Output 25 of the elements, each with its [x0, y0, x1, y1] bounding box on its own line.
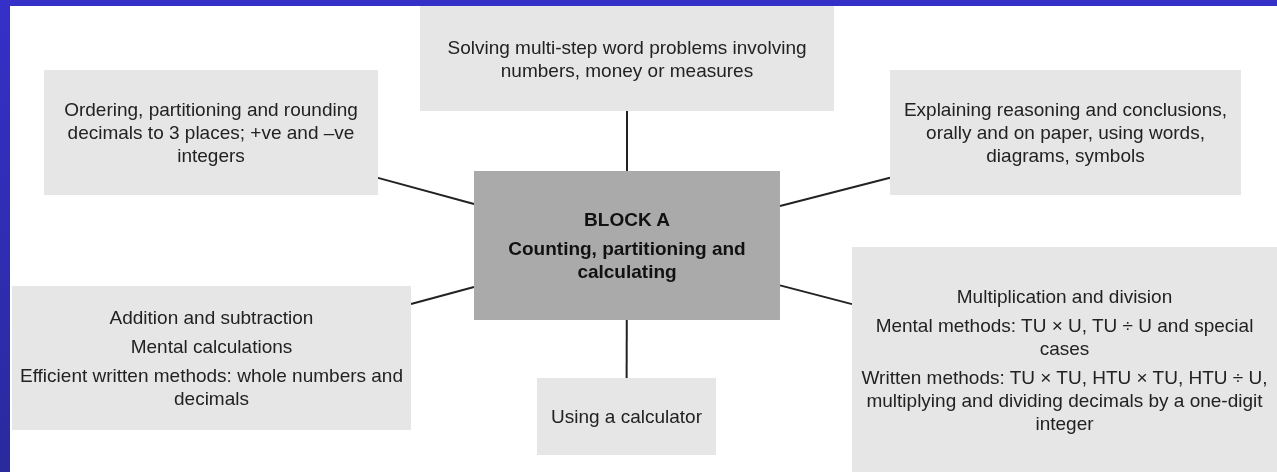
- box-text: Counting, partitioning and calculating: [507, 237, 747, 283]
- box-heading: Multiplication and division: [956, 284, 1173, 308]
- topic-box: [420, 6, 834, 111]
- connector-line: [626, 110, 628, 172]
- box-text: Written methods: TU × TU, HTU × TU, HTU ÷ U, multiplying and dividing decimals by a one-digit integer: [860, 365, 1269, 435]
- box-text: Explaining reasoning and conclusions, orally and on paper, using words, diagrams, symbols: [902, 98, 1229, 167]
- topic-box: [852, 247, 1277, 472]
- connector-line: [377, 176, 475, 205]
- topic-box: [537, 378, 716, 455]
- box-heading: Addition and subtraction: [109, 306, 314, 329]
- box-text: Using a calculator: [551, 405, 702, 428]
- central-box: [474, 171, 780, 320]
- topic-box: [12, 286, 411, 430]
- box-text: Mental methods: TU × U, TU ÷ U and special cases: [874, 313, 1255, 360]
- topic-box: [44, 70, 378, 195]
- connector-line: [779, 176, 891, 208]
- box-text: Solving multi-step word problems involving numbers, money or measures: [446, 35, 808, 82]
- box-text: Mental calculations: [130, 335, 293, 358]
- connector-line: [625, 319, 628, 379]
- box-text: Efficient written methods: whole numbers and decimals: [19, 364, 404, 410]
- connector-line: [779, 284, 853, 306]
- connector-line: [410, 285, 475, 305]
- topic-box: [890, 70, 1241, 195]
- box-heading: BLOCK A: [584, 208, 670, 231]
- box-text: Ordering, partitioning and rounding decimals to 3 places; +ve and –ve integers: [63, 98, 359, 167]
